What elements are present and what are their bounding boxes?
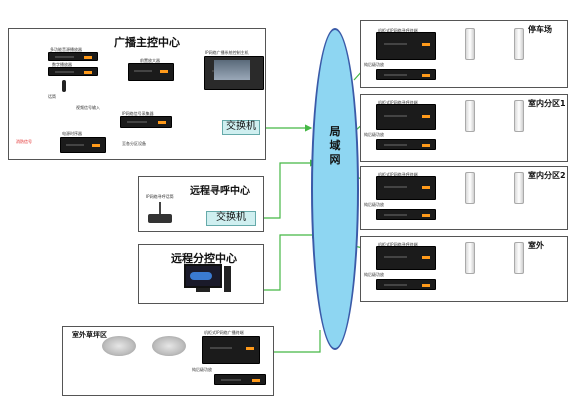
main-switch: 交换机 bbox=[222, 120, 260, 135]
speaker-icon bbox=[465, 242, 475, 274]
remote-power-label: 电源时序器 bbox=[62, 131, 82, 136]
zone-amp-label-indoor-2: 纯后级功放 bbox=[364, 202, 384, 207]
lawn-amp-label: 纯后级功放 bbox=[192, 367, 212, 372]
paging-mic-label: IP网络寻呼话筒 bbox=[146, 194, 174, 199]
speaker-icon bbox=[465, 28, 475, 60]
media-source-label: 多功能音源播放器 bbox=[50, 47, 82, 52]
lan-label: 局 域 网 bbox=[329, 125, 341, 166]
power-sequencer-device bbox=[60, 137, 106, 153]
ip-adapter-label: IP网络信号采集器 bbox=[122, 111, 154, 116]
dvd-label: 数字播放器 bbox=[52, 62, 72, 67]
remote-paging-center-title: 远程寻呼中心 bbox=[190, 186, 250, 197]
zone-amp-device-outdoor bbox=[376, 279, 436, 290]
computer-tower-icon bbox=[224, 266, 231, 292]
main-control-center-box bbox=[8, 28, 266, 160]
zone-title-parking: 停车场 bbox=[528, 25, 552, 34]
fire-signal-label: 消防信号 bbox=[16, 139, 32, 144]
zone-amp-label-outdoor: 纯后级功放 bbox=[364, 272, 384, 277]
video-input-label: 视频信号输入 bbox=[76, 105, 100, 110]
computer-stand bbox=[196, 288, 210, 292]
zone-terminal-device-indoor-2 bbox=[376, 176, 436, 200]
zone-title-indoor-1: 室内分区1 bbox=[528, 99, 566, 108]
zone-amp-label-indoor-1: 纯后级功放 bbox=[364, 132, 384, 137]
speaker-icon bbox=[514, 28, 524, 60]
main-control-center-title: 广播主控中心 bbox=[114, 36, 180, 49]
lawn-speaker-icon bbox=[152, 336, 186, 356]
paging-mic-icon bbox=[148, 214, 172, 223]
zone-terminal-device-parking bbox=[376, 32, 436, 60]
zone-terminal-label-parking: 机柜式IP网络寻呼终端 bbox=[378, 28, 418, 33]
mic-label: 话筒 bbox=[48, 94, 56, 99]
lawn-amp-device bbox=[214, 374, 266, 385]
lawn-terminal-device bbox=[202, 336, 260, 364]
zone-terminal-label-outdoor: 机柜式IP网络寻呼终端 bbox=[378, 242, 418, 247]
to-areas-label: 至各分区设备 bbox=[122, 141, 146, 146]
paging-switch: 交换机 bbox=[206, 211, 256, 226]
zone-amp-device-parking bbox=[376, 69, 436, 80]
mixer-device bbox=[128, 63, 174, 81]
dvd-device bbox=[48, 67, 98, 76]
mic-icon bbox=[62, 80, 66, 92]
zone-terminal-device-outdoor bbox=[376, 246, 436, 270]
zone-title-indoor-2: 室内分区2 bbox=[528, 171, 566, 180]
zone-title-outdoor: 室外 bbox=[528, 241, 544, 250]
computer-monitor-icon bbox=[184, 264, 222, 288]
speaker-icon bbox=[465, 100, 475, 132]
lawn-speaker-icon bbox=[102, 336, 136, 356]
speaker-icon bbox=[514, 242, 524, 274]
ip-adapter-device bbox=[120, 116, 172, 128]
server-label: IP网络广播系统控制主机 bbox=[205, 50, 249, 55]
paging-mic-stem bbox=[159, 202, 161, 214]
lan-cloud bbox=[311, 28, 359, 350]
server-screen bbox=[214, 60, 250, 80]
mixer-label: 前置放大器 bbox=[140, 58, 160, 63]
speaker-icon bbox=[465, 172, 475, 204]
zone-amp-device-indoor-1 bbox=[376, 139, 436, 150]
zone-amp-label-parking: 纯后级功放 bbox=[364, 62, 384, 67]
outdoor-lawn-title: 室外草坪区 bbox=[72, 331, 107, 339]
speaker-icon bbox=[514, 100, 524, 132]
lawn-terminal-label: 机柜式IP网络广播终端 bbox=[204, 330, 244, 335]
zone-terminal-device-indoor-1 bbox=[376, 104, 436, 130]
zone-terminal-label-indoor-1: 机柜式IP网络寻呼终端 bbox=[378, 100, 418, 105]
zone-terminal-label-indoor-2: 机柜式IP网络寻呼终端 bbox=[378, 172, 418, 177]
speaker-icon bbox=[514, 172, 524, 204]
zone-amp-device-indoor-2 bbox=[376, 209, 436, 220]
remote-control-center-title: 远程分控中心 bbox=[171, 252, 237, 265]
media-source-device bbox=[48, 52, 98, 61]
